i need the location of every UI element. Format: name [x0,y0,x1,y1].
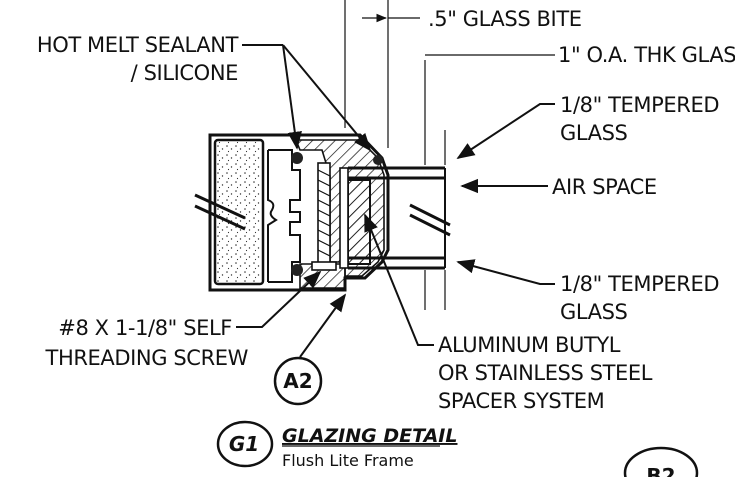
detail-title: GLAZING DETAIL [282,425,457,447]
filler-block [213,138,265,286]
callout-a2-label: A2 [283,369,312,393]
insulated-glass-unit [348,166,451,270]
self-threading-screw [311,162,337,271]
label-air-space: AIR SPACE [552,175,657,199]
annotation-labels: HOT MELT SEALANT / SILICONE .5" GLASS BI… [37,7,735,413]
spacer-insert [347,179,371,265]
detail-title-block: GLAZING DETAIL Flush Lite Frame [282,425,457,470]
label-tempered-bottom-line2: GLASS [560,300,628,324]
callout-b2-label: B2 [646,464,675,477]
label-glass-bite: .5" GLASS BITE [428,7,582,31]
label-sealant-line2: / SILICONE [131,61,238,85]
callout-a2[interactable]: A2 [273,356,323,406]
label-oa-glass: 1" O.A. THK GLASS [558,43,735,67]
sealant-bead-bottom [291,264,303,276]
callout-b2[interactable]: B2 [623,446,699,477]
label-screw-line1: #8 X 1-1/8" SELF [58,316,232,340]
label-spacer-line1: ALUMINUM BUTYL [438,333,621,357]
frame-section [208,133,390,292]
leader-lines [236,44,555,358]
label-tempered-top-line1: 1/8" TEMPERED [560,93,719,117]
label-spacer-line2: OR STAINLESS STEEL [438,361,653,385]
thermal-break-profile [267,149,301,283]
glass-stop-block [339,167,349,269]
callout-g1-label: G1 [229,432,259,456]
detail-subtitle: Flush Lite Frame [282,451,414,470]
glass-lite-top [348,166,445,180]
label-sealant-line1: HOT MELT SEALANT [37,33,239,57]
dimension-lines [344,0,555,310]
label-screw-line2: THREADING SCREW [45,346,249,370]
break-mark-frame [194,193,246,231]
label-spacer-line3: SPACER SYSTEM [438,389,604,413]
sealant-bead-top-right [373,155,383,165]
glass-lite-bottom [348,256,445,270]
callout-g1[interactable]: G1 [216,420,274,468]
label-tempered-top-line2: GLASS [560,121,628,145]
label-tempered-bottom-line1: 1/8" TEMPERED [560,272,719,296]
sealant-bead-top [291,152,303,164]
